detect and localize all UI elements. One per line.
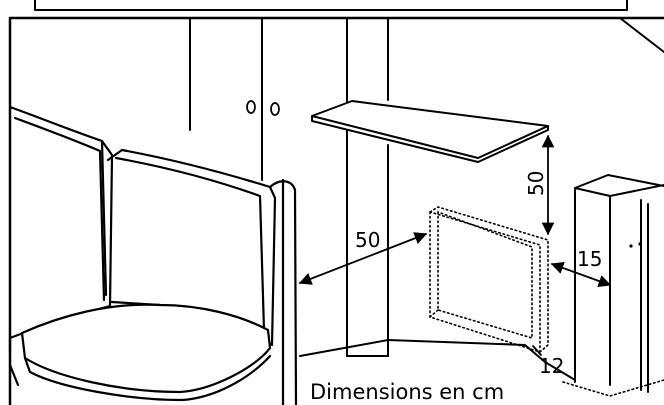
shelf-clearance-label: 50	[524, 171, 548, 196]
armchair	[8, 105, 298, 405]
shelf	[311, 100, 549, 163]
top-frame	[34, 0, 628, 11]
dimension-arrows	[298, 134, 612, 356]
right-cabinet	[562, 174, 664, 397]
column	[346, 17, 389, 357]
floor-line	[299, 339, 576, 381]
dimensions-caption: Dimensions en cm	[310, 380, 505, 404]
door-knobs	[246, 100, 280, 116]
right-gap-arrow	[550, 261, 612, 288]
floor-gap-leader	[532, 345, 542, 356]
wall-cupboard	[189, 17, 664, 181]
heater-outline	[429, 206, 549, 353]
floor-gap-label: 12	[539, 354, 564, 378]
side-clearance-arrow	[298, 232, 428, 285]
right-gap-label: 15	[577, 247, 602, 271]
side-clearance-label: 50	[355, 228, 380, 252]
